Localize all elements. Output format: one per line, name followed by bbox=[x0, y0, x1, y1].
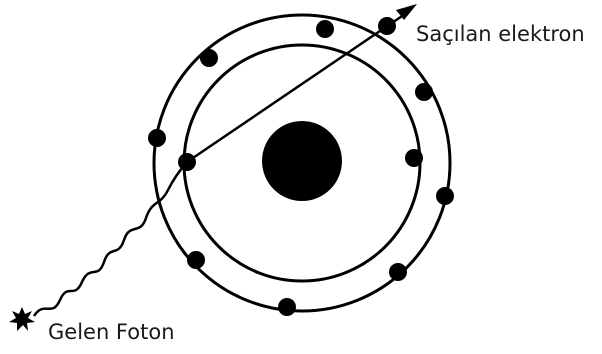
electron bbox=[436, 187, 454, 205]
electron bbox=[389, 263, 407, 281]
photon-wave bbox=[34, 162, 187, 316]
electron bbox=[405, 149, 423, 167]
electron bbox=[316, 20, 334, 38]
incoming-photon-label: Gelen Foton bbox=[48, 320, 175, 344]
nucleus bbox=[262, 121, 342, 201]
scattered-electron-label: Saçılan elektron bbox=[416, 22, 585, 46]
electron bbox=[415, 83, 433, 101]
electron bbox=[200, 49, 218, 67]
electron bbox=[148, 129, 166, 147]
starburst-icon bbox=[9, 307, 35, 331]
electron bbox=[187, 251, 205, 269]
electron bbox=[278, 298, 296, 316]
